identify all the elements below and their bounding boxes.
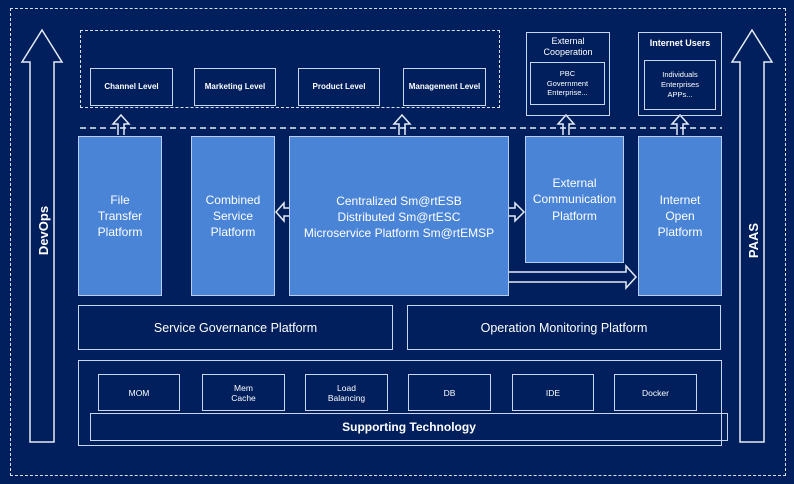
levels-group	[80, 30, 500, 108]
internet-open-platform: Internet Open Platform	[638, 136, 722, 296]
external-cooperation-title: External Cooperation	[543, 36, 593, 57]
supporting-technology-group	[78, 360, 722, 446]
centralized-esb: Centralized Sm@rtESB	[336, 194, 462, 208]
internet-users-title: Internet Users	[649, 38, 711, 48]
support-ide: IDE	[512, 374, 594, 411]
up-arrow-icon	[392, 113, 412, 135]
support-mom: MOM	[98, 374, 180, 411]
up-arrow-icon	[670, 113, 690, 135]
outer-frame	[10, 8, 786, 476]
paas-label: PAAS	[746, 222, 762, 258]
internet-users-content: Individuals Enterprises APPs...	[644, 60, 716, 110]
support-load-balancing: Load Balancing	[305, 374, 388, 411]
external-cooperation-content: PBC Government Enterprise...	[530, 62, 605, 105]
file-transfer-platform: File Transfer Platform	[78, 136, 162, 296]
operation-monitoring-platform: Operation Monitoring Platform	[407, 305, 721, 350]
support-mem-cache: Mem Cache	[202, 374, 285, 411]
supporting-technology-label: Supporting Technology	[90, 413, 728, 441]
central-platform: Centralized Sm@rtESB Distributed Sm@rtES…	[289, 136, 509, 296]
right-arrow-icon	[509, 201, 526, 223]
long-right-arrow-icon	[509, 264, 638, 290]
product-level: Product Level	[298, 68, 380, 106]
service-governance-platform: Service Governance Platform	[78, 305, 393, 350]
channel-level: Channel Level	[90, 68, 173, 106]
up-arrow-icon	[111, 113, 131, 135]
left-arrow-icon	[274, 201, 289, 223]
marketing-level: Marketing Level	[194, 68, 276, 106]
combined-service-platform: Combined Service Platform	[191, 136, 275, 296]
up-arrow-icon	[556, 113, 576, 135]
support-db: DB	[408, 374, 491, 411]
management-level: Management Level	[403, 68, 486, 106]
external-cooperation-box: External Cooperation	[526, 32, 610, 116]
support-docker: Docker	[614, 374, 697, 411]
devops-arrow-icon	[20, 28, 64, 443]
internet-users-box: Internet Users	[638, 32, 722, 116]
distributed-esc: Distributed Sm@rtESC	[337, 210, 461, 225]
external-communication-platform: External Communication Platform	[525, 136, 624, 263]
devops-label: DevOps	[36, 205, 52, 255]
paas-arrow-icon	[730, 28, 774, 443]
microservice-emsp: Microservice Platform Sm@rtEMSP	[303, 226, 495, 241]
